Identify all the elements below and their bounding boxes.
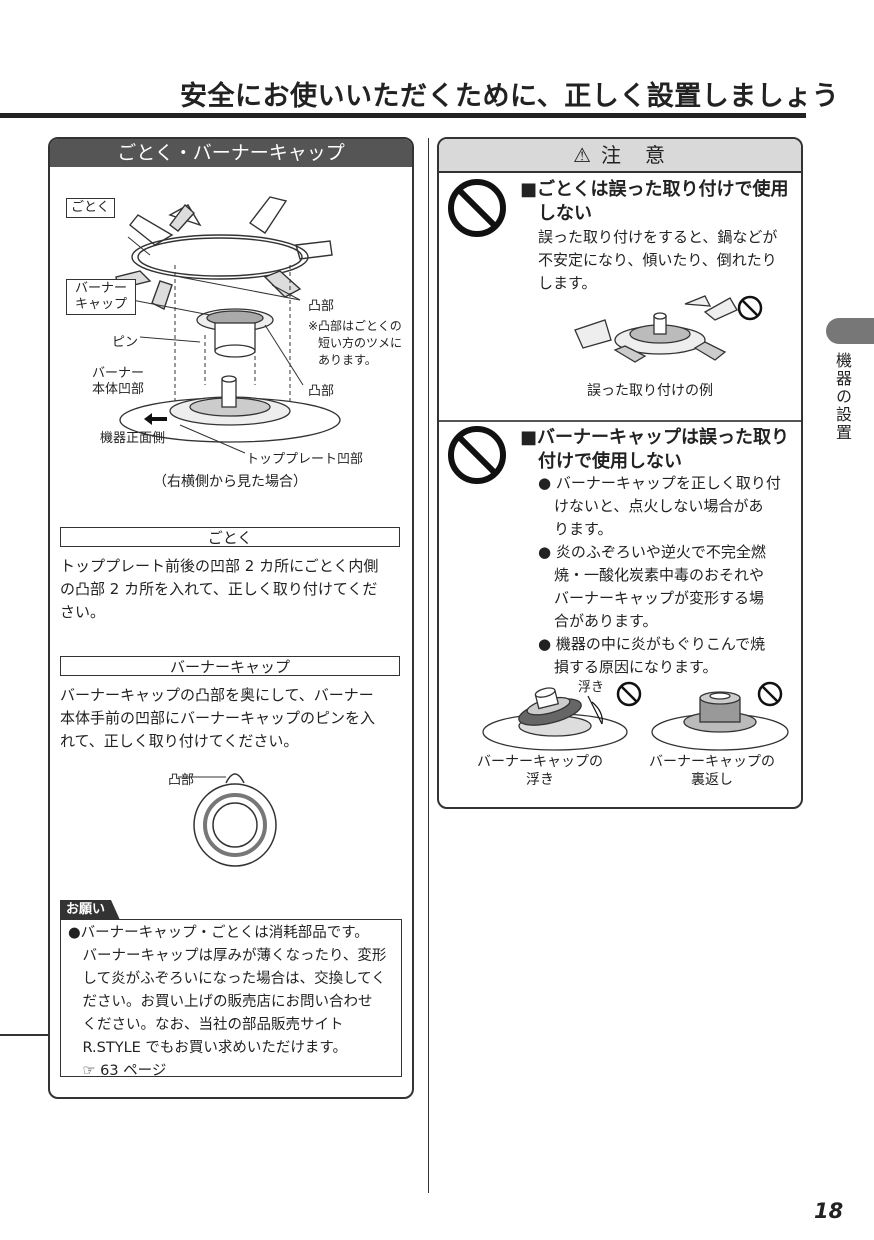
- side-tab: [826, 318, 874, 344]
- title-rule: [0, 113, 806, 118]
- caption-float: バーナーキャップの 浮き: [470, 753, 610, 789]
- caption-flipped: バーナーキャップの 裏返し: [642, 753, 782, 789]
- label-burner-body: バーナー 本体凹部: [92, 366, 144, 398]
- warning-triangle-icon: ⚠: [573, 143, 593, 167]
- burner-cap-flipped-illustration: [651, 681, 789, 751]
- burner-cap-instructions: バーナーキャップの凸部を奥にして、バーナー 本体手前の凹部にバーナーキャップのピ…: [60, 684, 405, 753]
- warning1-caption: 誤った取り付けの例: [587, 383, 713, 399]
- bullet2-line1: ● 炎のふぞろいや逆火で不完全燃: [538, 543, 766, 561]
- burner-cap-top-view: [178, 773, 277, 867]
- label-totsubu-2: 凸部: [308, 384, 335, 399]
- warning2-heading: ■バーナーキャップは誤った取り 付けで使用しない: [520, 426, 789, 474]
- warning1-body: 誤った取り付けをすると、鍋などが 不安定になり、傾いたり、倒れたり します。: [538, 226, 777, 295]
- burner-line-1: バーナーキャップの凸部を奥にして、バーナー: [60, 686, 374, 704]
- bullet2-line4: 合があります。: [554, 612, 658, 630]
- label-totsubu-3: 凸部: [168, 773, 195, 788]
- label-note: ※凸部はごとくの 短い方のツメに あります。: [308, 318, 402, 369]
- label-burner-cap: バーナー キャップ: [66, 279, 136, 315]
- warning-separator: [439, 420, 801, 422]
- caution-header-text: 注 意: [600, 143, 667, 167]
- burner-exploded-diagram: [115, 196, 341, 454]
- label-burner-body-line1: バーナー: [92, 366, 145, 381]
- label-burner-cap-line1: バーナー: [74, 281, 127, 296]
- burner-cap-float-illustration: [482, 681, 642, 751]
- caption-float-line1: バーナーキャップの: [477, 754, 603, 770]
- warning2-heading-line1: ■バーナーキャップは誤った取り: [520, 427, 790, 448]
- bullet3-line1: ● 機器の中に炎がもぐりこんで焼: [538, 635, 766, 653]
- warning1-body-line2: 不安定になり、傾いたり、倒れたり: [538, 251, 777, 269]
- label-gotoku: ごとく: [66, 198, 115, 218]
- prohibition-icon: [448, 426, 506, 484]
- caption-flipped-line1: バーナーキャップの: [649, 754, 775, 770]
- onegai-line-2: バーナーキャップは厚みが薄くなったり、変形: [68, 948, 387, 964]
- bullet1-line3: ります。: [554, 520, 613, 538]
- label-note-line2: 短い方のツメに: [318, 336, 403, 350]
- warning2-heading-line2: 付けで使用しない: [538, 451, 682, 472]
- bullet1-line1: ● バーナーキャップを正しく取り付: [538, 474, 781, 492]
- onegai-text: ●バーナーキャップ・ごとくは消耗部品です。 バーナーキャップは厚みが薄くなったり…: [68, 922, 398, 1083]
- warning1-heading-line2: しない: [538, 203, 592, 224]
- label-burner-cap-line2: キャップ: [74, 297, 127, 312]
- onegai-line-3: して炎がふぞろいになった場合は、交換してく: [68, 971, 386, 987]
- bullet2-line3: バーナーキャップが変形する場: [554, 589, 765, 607]
- side-tab-label: 機器の設置: [833, 352, 852, 442]
- onegai-line-5: ください。なお、当社の部品販売サイト: [68, 1017, 344, 1033]
- warning1-heading-line1: ■ごとくは誤った取り付けで使用: [520, 179, 789, 200]
- onegai-line-4: ださい。お買い上げの販売店にお問い合わせ: [68, 994, 373, 1010]
- warning1-body-line1: 誤った取り付けをすると、鍋などが: [538, 228, 778, 246]
- warning1-heading: ■ごとくは誤った取り付けで使用 しない: [520, 178, 788, 226]
- page-number: 18: [814, 1199, 844, 1223]
- caption-float-line2: 浮き: [526, 772, 554, 788]
- left-panel-header: ごとく・バーナーキャップ: [50, 139, 412, 167]
- prohibition-icon: [448, 179, 506, 237]
- label-pin: ピン: [112, 335, 139, 350]
- bullet3-line2: 損する原因になります。: [554, 658, 718, 676]
- onegai-line-7: ☞ 63 ページ: [68, 1063, 167, 1079]
- gotoku-line-3: さい。: [60, 603, 106, 621]
- page-title: 安全にお使いいただくために、正しく設置しましょう: [180, 81, 840, 112]
- label-front-side: 機器正面側: [100, 431, 166, 446]
- caption-flipped-line2: 裏返し: [691, 772, 733, 788]
- onegai-box: [60, 919, 402, 1077]
- label-totsubu-1: 凸部: [308, 299, 335, 314]
- label-top-plate: トッププレート凹部: [246, 452, 364, 467]
- margin-rule: [0, 1034, 48, 1036]
- gotoku-instructions: トッププレート前後の凹部 2 カ所にごとく内側 の凸部 2 カ所を入れて、正しく…: [60, 555, 405, 624]
- section-title-burner-cap: バーナーキャップ: [60, 656, 400, 676]
- label-note-line3: あります。: [318, 353, 377, 367]
- warning2-bullets: ● バーナーキャップを正しく取り付 けないと、点火しない場合があ ります。 ● …: [538, 472, 781, 679]
- bullet2-line2: 焼・一酸化炭素中毒のおそれや: [554, 566, 765, 584]
- onegai-line-1: ●バーナーキャップ・ごとくは消耗部品です。: [68, 925, 369, 941]
- caption-view: （右横側から見た場合）: [153, 474, 307, 490]
- wrong-gotoku-illustration: [574, 295, 763, 363]
- onegai-tab: お願い: [60, 900, 120, 920]
- gotoku-line-1: トッププレート前後の凹部 2 カ所にごとく内側: [60, 557, 379, 575]
- label-burner-body-line2: 本体凹部: [92, 382, 145, 397]
- label-note-line1: ※凸部はごとくの: [308, 319, 402, 333]
- gotoku-line-2: の凸部 2 カ所を入れて、正しく取り付けてくだ: [60, 580, 378, 598]
- section-title-gotoku: ごとく: [60, 527, 400, 547]
- onegai-line-6: R.STYLE でもお買い求めいただけます。: [68, 1040, 347, 1056]
- burner-line-3: れて、正しく取り付けてください。: [60, 732, 299, 750]
- column-divider: [428, 138, 429, 1193]
- label-float: 浮き: [578, 680, 605, 695]
- caution-header: ⚠ 注 意: [439, 139, 801, 173]
- bullet1-line2: けないと、点火しない場合があ: [554, 497, 764, 515]
- warning1-body-line3: します。: [538, 274, 597, 292]
- burner-line-2: 本体手前の凹部にバーナーキャップのピンを入: [60, 709, 376, 727]
